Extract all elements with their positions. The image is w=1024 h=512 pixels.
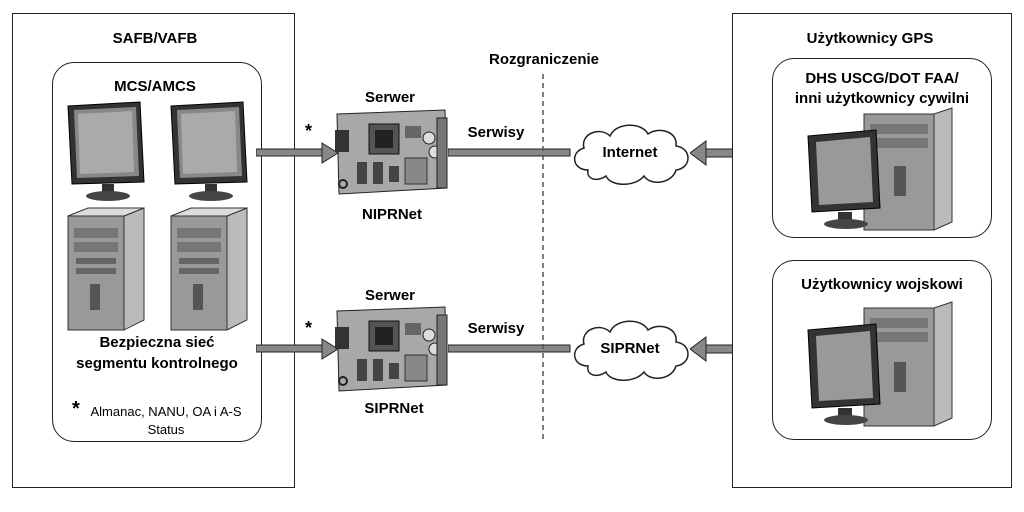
- military-computer-icon: [807, 301, 953, 427]
- internet-cloud-icon: [574, 124, 689, 185]
- monitor-icon: [67, 101, 145, 201]
- computer-tower-icon: [67, 207, 145, 331]
- civil-computer-icon: [807, 107, 953, 231]
- top-server-network: NIPRNet: [361, 206, 422, 223]
- civil-users-line2: inni użytkownicy cywilni: [794, 90, 970, 107]
- server-board-icon: [335, 306, 448, 392]
- siprnet-cloud-label: SIPRNet: [600, 340, 660, 357]
- top-server-label: Serwer: [364, 89, 416, 106]
- footnote-star: *: [72, 398, 80, 420]
- bottom-server-network: SIPRNet: [364, 400, 424, 417]
- military-users-title: Użytkownicy wojskowi: [801, 276, 963, 293]
- network-label-line2: segmentu kontrolnego: [76, 355, 238, 372]
- mcs-amcs-title: MCS/AMCS: [114, 78, 196, 95]
- civil-users-line1: DHS USCG/DOT FAA/: [805, 70, 959, 87]
- network-label-line1: Bezpieczna sieć: [99, 334, 215, 351]
- footnote-line2: Status: [147, 422, 185, 437]
- boundary-line: [542, 74, 544, 442]
- top-star: *: [305, 121, 313, 141]
- connector-arrow-bottom: [256, 338, 339, 360]
- gps-users-title: Użytkownicy GPS: [806, 30, 934, 47]
- bottom-server-label: Serwer: [364, 287, 416, 304]
- bottom-star: *: [305, 318, 313, 338]
- connector-arrow-top: [256, 142, 339, 164]
- siprnet-cloud-icon: [574, 320, 689, 381]
- safb-vafb-title: SAFB/VAFB: [112, 30, 198, 47]
- server-board-icon: [335, 109, 448, 195]
- footnote-line1: Almanac, NANU, OA i A-S: [90, 404, 242, 419]
- monitor-icon: [170, 101, 248, 201]
- computer-tower-icon: [170, 207, 248, 331]
- boundary-label: Rozgraniczenie: [488, 51, 600, 68]
- internet-cloud-label: Internet: [602, 144, 658, 161]
- connector-line-top: [448, 148, 571, 157]
- top-services-label: Serwisy: [467, 124, 525, 141]
- bottom-services-label: Serwisy: [467, 320, 525, 337]
- connector-line-bottom: [448, 344, 571, 353]
